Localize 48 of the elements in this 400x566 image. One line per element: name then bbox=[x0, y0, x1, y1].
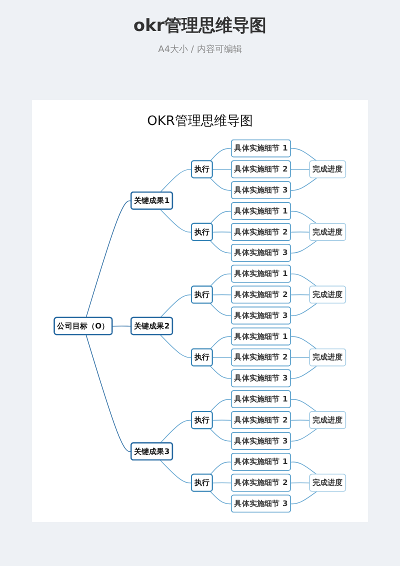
connector bbox=[86, 200, 132, 318]
connector bbox=[210, 303, 232, 316]
connector bbox=[290, 428, 317, 442]
connector bbox=[290, 240, 317, 254]
connector bbox=[112, 326, 132, 327]
connector bbox=[290, 462, 317, 475]
banner-text: okr管理思维导图 bbox=[133, 15, 267, 37]
connector bbox=[160, 294, 192, 318]
connector bbox=[210, 428, 232, 442]
connector bbox=[210, 178, 232, 191]
connector bbox=[210, 210, 232, 224]
connector bbox=[290, 294, 310, 296]
connector bbox=[290, 274, 317, 287]
connector bbox=[212, 232, 232, 233]
connector bbox=[212, 168, 232, 170]
connector bbox=[210, 274, 232, 287]
connector bbox=[290, 420, 310, 421]
connector bbox=[210, 366, 232, 379]
connector bbox=[290, 210, 317, 224]
connector bbox=[212, 357, 232, 358]
connector bbox=[290, 357, 310, 358]
connector bbox=[210, 462, 232, 475]
connector bbox=[160, 460, 192, 484]
connector bbox=[290, 398, 317, 412]
connector bbox=[290, 232, 310, 233]
connector bbox=[212, 294, 232, 296]
connector bbox=[160, 420, 192, 444]
connector bbox=[210, 148, 232, 162]
connector bbox=[212, 482, 232, 484]
connector bbox=[86, 334, 132, 452]
connector bbox=[290, 491, 317, 504]
connector bbox=[160, 334, 192, 358]
connector bbox=[212, 420, 232, 421]
connector bbox=[210, 336, 232, 350]
connector bbox=[160, 169, 192, 193]
connector bbox=[290, 303, 317, 316]
connector bbox=[290, 178, 317, 191]
connector bbox=[160, 209, 192, 233]
connector bbox=[290, 148, 317, 162]
connector bbox=[290, 366, 317, 379]
connector bbox=[210, 240, 232, 254]
connector bbox=[290, 336, 317, 350]
connector bbox=[290, 482, 310, 484]
connector bbox=[290, 168, 310, 170]
subtitle: A4大小 / 内容可编辑 bbox=[158, 44, 242, 56]
connector bbox=[210, 491, 232, 504]
diagram-title: OKR管理思维导图 bbox=[147, 113, 253, 130]
connector bbox=[210, 398, 232, 412]
